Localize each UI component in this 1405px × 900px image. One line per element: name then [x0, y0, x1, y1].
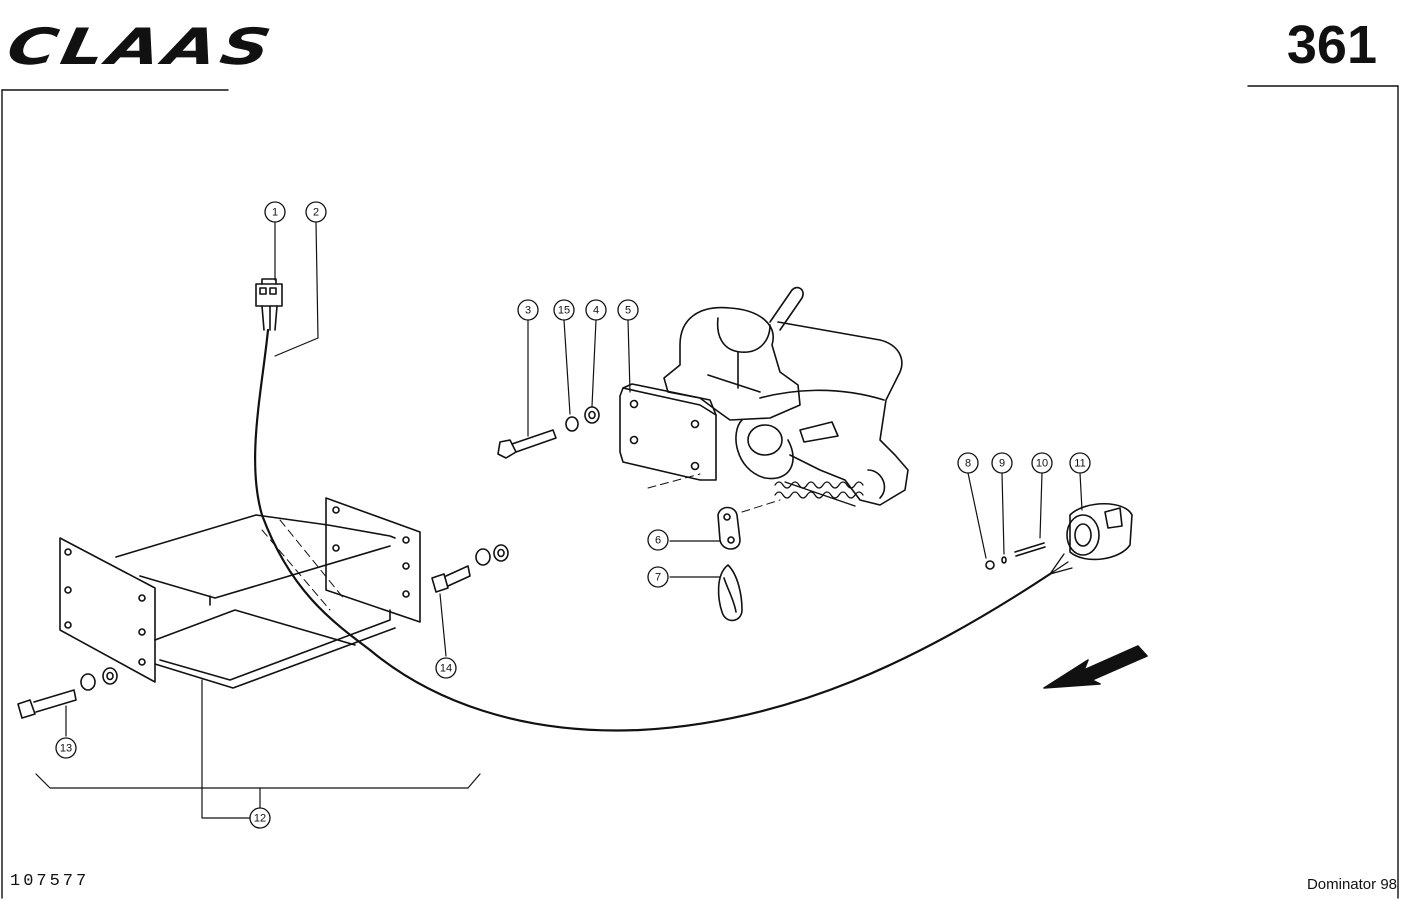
callout-number: 3: [525, 305, 531, 317]
callout-5: 5: [617, 299, 639, 321]
callout-circle: [435, 657, 457, 679]
callout-circle: [1069, 452, 1091, 474]
page-frame: [1, 85, 1399, 899]
callout-circle: [647, 566, 669, 588]
callout-14: 14: [435, 657, 457, 679]
spring-pin: [717, 564, 743, 622]
callout-1: 1: [264, 201, 286, 223]
callout-number: 15: [558, 305, 570, 317]
link-plate: [717, 506, 741, 550]
spring: [774, 481, 864, 507]
callout-circle: [264, 201, 286, 223]
callout-4: 4: [585, 299, 607, 321]
callout-circle: [249, 807, 271, 829]
callout-number: 2: [313, 207, 319, 219]
bolt-assembly-right: [431, 544, 509, 593]
callout-circle: [991, 452, 1013, 474]
callout-number: 14: [440, 663, 452, 675]
bolt-assembly-left: [17, 667, 118, 719]
callout-9: 9: [991, 452, 1013, 474]
frame-bracket: [59, 497, 421, 689]
callout-7: 7: [647, 566, 669, 588]
callout-circle: [553, 299, 575, 321]
bolt-assembly-upper: [497, 406, 600, 459]
callout-number: 5: [625, 305, 631, 317]
document-number: 107577: [10, 872, 90, 891]
callout-8: 8: [957, 452, 979, 474]
callout-6: 6: [647, 529, 669, 551]
callout-number: 13: [60, 743, 72, 755]
callout-number: 8: [965, 458, 971, 470]
callout-circle: [55, 737, 77, 759]
direction-arrow: [1043, 645, 1148, 689]
callout-2: 2: [305, 201, 327, 223]
leader-lines: [35, 221, 1083, 819]
callout-10: 10: [1031, 452, 1053, 474]
callout-11: 11: [1069, 452, 1091, 474]
center-line: [647, 473, 781, 513]
socket-assembly: [985, 503, 1133, 570]
callout-circle: [517, 299, 539, 321]
callout-circle: [1031, 452, 1053, 474]
trailer-coupling: [619, 286, 909, 506]
callout-circle: [647, 529, 669, 551]
callout-number: 9: [999, 458, 1005, 470]
wiring-harness: [254, 278, 1073, 732]
callout-number: 6: [655, 535, 661, 547]
callout-number: 12: [254, 813, 266, 825]
callout-13: 13: [55, 737, 77, 759]
callout-3: 3: [517, 299, 539, 321]
callout-15: 15: [553, 299, 575, 321]
model-name: Dominator 98: [1306, 876, 1397, 893]
callout-number: 4: [593, 305, 599, 317]
page-number: 361: [1286, 15, 1377, 75]
callout-12: 12: [249, 807, 271, 829]
callout-number: 10: [1036, 458, 1048, 470]
callout-number: 1: [272, 207, 278, 219]
callout-circle: [617, 299, 639, 321]
callout-circle: [585, 299, 607, 321]
callout-circle: [305, 201, 327, 223]
callout-number: 7: [655, 572, 661, 584]
callout-number: 11: [1074, 458, 1085, 470]
callout-circle: [957, 452, 979, 474]
